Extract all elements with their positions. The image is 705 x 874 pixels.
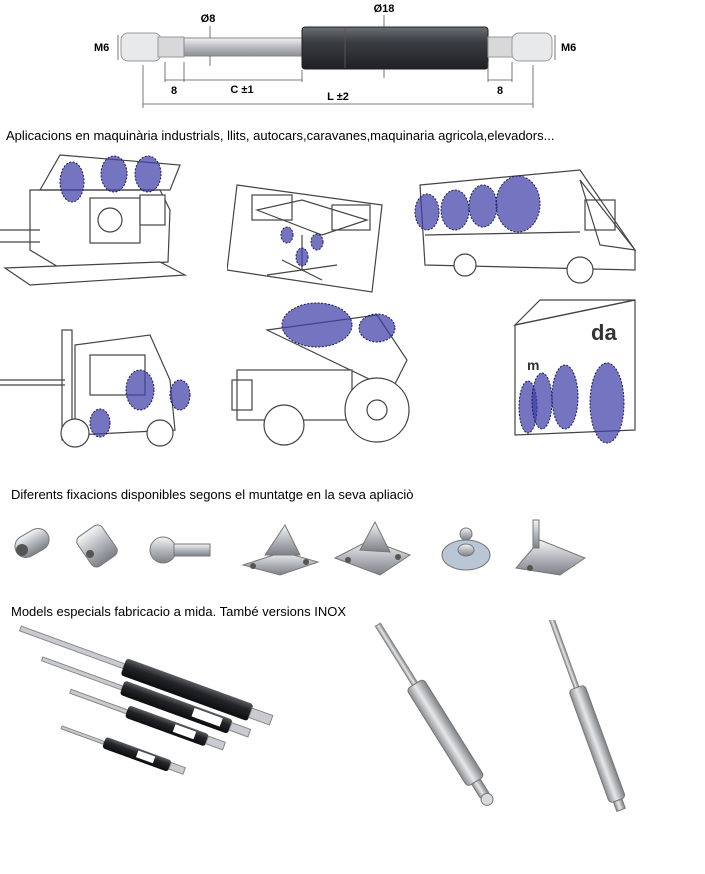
truck-camper-illustration: [414, 169, 637, 284]
inox-gas-spring-eyelet: [374, 622, 494, 806]
black-gas-spring-medium: [40, 656, 252, 738]
stroke-dimension: C ±1: [230, 84, 253, 96]
gas-spring-dimension-drawing: Ø8 Ø18 M6 M6 8 C ±1 L ±2 8: [94, 3, 576, 108]
left-thread: [157, 36, 185, 58]
piston-rod: [183, 37, 305, 57]
black-gas-spring-small: [69, 688, 226, 751]
fixings-row: [14, 519, 587, 576]
industrial-machine-illustration: [0, 154, 188, 286]
tractor-illustration: [231, 302, 410, 446]
length-dimension: L ±2: [327, 91, 349, 103]
caravan-illustration: da m: [513, 299, 636, 444]
van-lettering: m: [527, 357, 539, 373]
angle-bracket: [241, 524, 320, 576]
fixings-caption: Diferents fixacions disponibles segons e…: [11, 487, 414, 502]
left-end-fitting: [120, 32, 162, 62]
ball-socket-fitting: [149, 536, 211, 564]
right-thread-label: M6: [561, 42, 576, 54]
ball-stud-plate: [441, 527, 491, 571]
right-end-fitting: [511, 32, 553, 62]
left-end-dimension: 8: [171, 85, 177, 97]
black-gas-spring-large: [18, 625, 274, 726]
gas-spring-products: [18, 620, 626, 812]
l-bracket-stud: [515, 519, 587, 576]
base-plate-bracket: [333, 520, 412, 576]
models-caption: Models especials fabricacio a mida. Tamb…: [11, 604, 347, 619]
applications-caption: Aplicacions en maquinària industrials, l…: [6, 128, 555, 143]
right-thread: [487, 36, 515, 58]
left-thread-label: M6: [94, 42, 109, 54]
black-gas-spring-mini: [60, 725, 186, 775]
cylinder-tube: [301, 26, 489, 70]
clevis-fitting: [76, 524, 118, 568]
forklift-illustration: [0, 329, 191, 448]
tube-diameter-label: Ø18: [374, 3, 395, 15]
rod-diameter-label: Ø8: [201, 13, 216, 25]
inox-gas-spring-plain: [546, 620, 626, 812]
caravan-lettering: da: [591, 320, 617, 345]
right-end-dimension: 8: [497, 85, 503, 97]
eyelet-fitting: [14, 528, 50, 559]
hospital-bed-illustration: [227, 184, 383, 293]
